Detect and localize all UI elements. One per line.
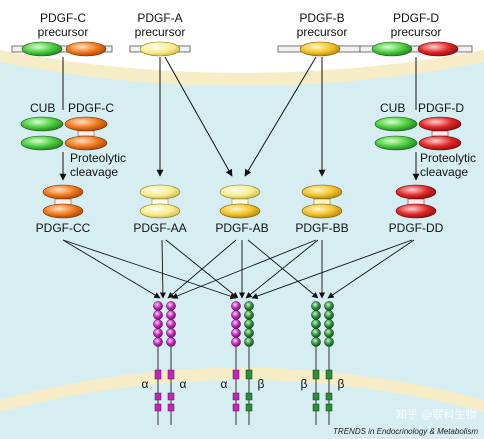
watermark: 知乎 @联科生物 [396,407,477,421]
pdgf-cc-dimer [42,184,84,219]
pdgf-ab-dimer [219,184,261,219]
pdgf-d-precursor-sub: precursor [391,25,442,39]
cub-domain-left-label: CUB [30,101,55,115]
pdgf-c-precursor [11,41,113,57]
receptor-label-ab-right: β [258,377,265,391]
receptor-alpha-alpha [153,301,176,425]
receptor-beta-right-chain [324,301,334,425]
receptor-beta-chain [244,301,254,425]
receptor-alpha-right-chain [166,301,176,425]
pdgf-d-precursor-label: PDGF-D [393,11,439,25]
receptor-beta-left-chain [311,301,321,425]
binding-arrows [62,239,415,300]
cleavage-right-sub: cleavage [420,165,468,179]
pdgf-c-precursor-sub: precursor [38,25,89,39]
receptor-label-ab-left: α [221,377,228,391]
pdgf-a-precursor [129,41,191,57]
dimer-label-cc: PDGF-CC [36,221,91,235]
figure-credit: TRENDS in Endocrinology & Metabolism [333,427,478,436]
pdgf-aa-dimer [139,184,181,219]
receptor-label-aa-left: α [142,377,149,391]
pdgf-bb-dimer [301,184,343,219]
pdgf-c-full-dimer [20,116,108,151]
pdgf-a-precursor-sub: precursor [135,25,186,39]
bottom-cell-interior [0,380,484,439]
precursor-arrows [62,56,417,177]
receptor-beta-beta [311,301,334,425]
dimer-label-dd: PDGF-DD [389,221,444,235]
pdgf-b-precursor-label: PDGF-B [299,11,344,25]
pdgf-c-precursor-label: PDGF-C [40,11,86,25]
cub-domain-right-label: CUB [380,101,405,115]
receptor-label-aa-right: α [180,377,187,391]
cleavage-left-label: Proteolytic [70,151,126,165]
dimer-label-aa: PDGF-AA [133,221,186,235]
pdgf-b-precursor-sub: precursor [297,25,348,39]
top-cell-interior [0,0,484,73]
pdgf-d-domain-label: PDGF-D [418,101,464,115]
pdgf-d-full-dimer [374,116,462,151]
pdgf-c-domain-label: PDGF-C [68,101,114,115]
receptor-label-bb-right: β [338,377,345,391]
pdgf-d-precursor [359,41,473,57]
cleavage-left-sub: cleavage [70,165,118,179]
receptor-label-bb-left: β [301,377,308,391]
receptor-alpha-chain [231,301,241,425]
cleavage-right-label: Proteolytic [420,151,476,165]
receptor-alpha-left-chain [153,301,163,425]
pdgf-a-precursor-label: PDGF-A [137,11,182,25]
pdgf-dd-dimer [395,184,437,219]
dimer-label-bb: PDGF-BB [295,221,348,235]
dimer-label-ab: PDGF-AB [215,221,268,235]
cleavage-arrows [59,152,420,181]
receptor-alpha-beta [231,301,254,425]
